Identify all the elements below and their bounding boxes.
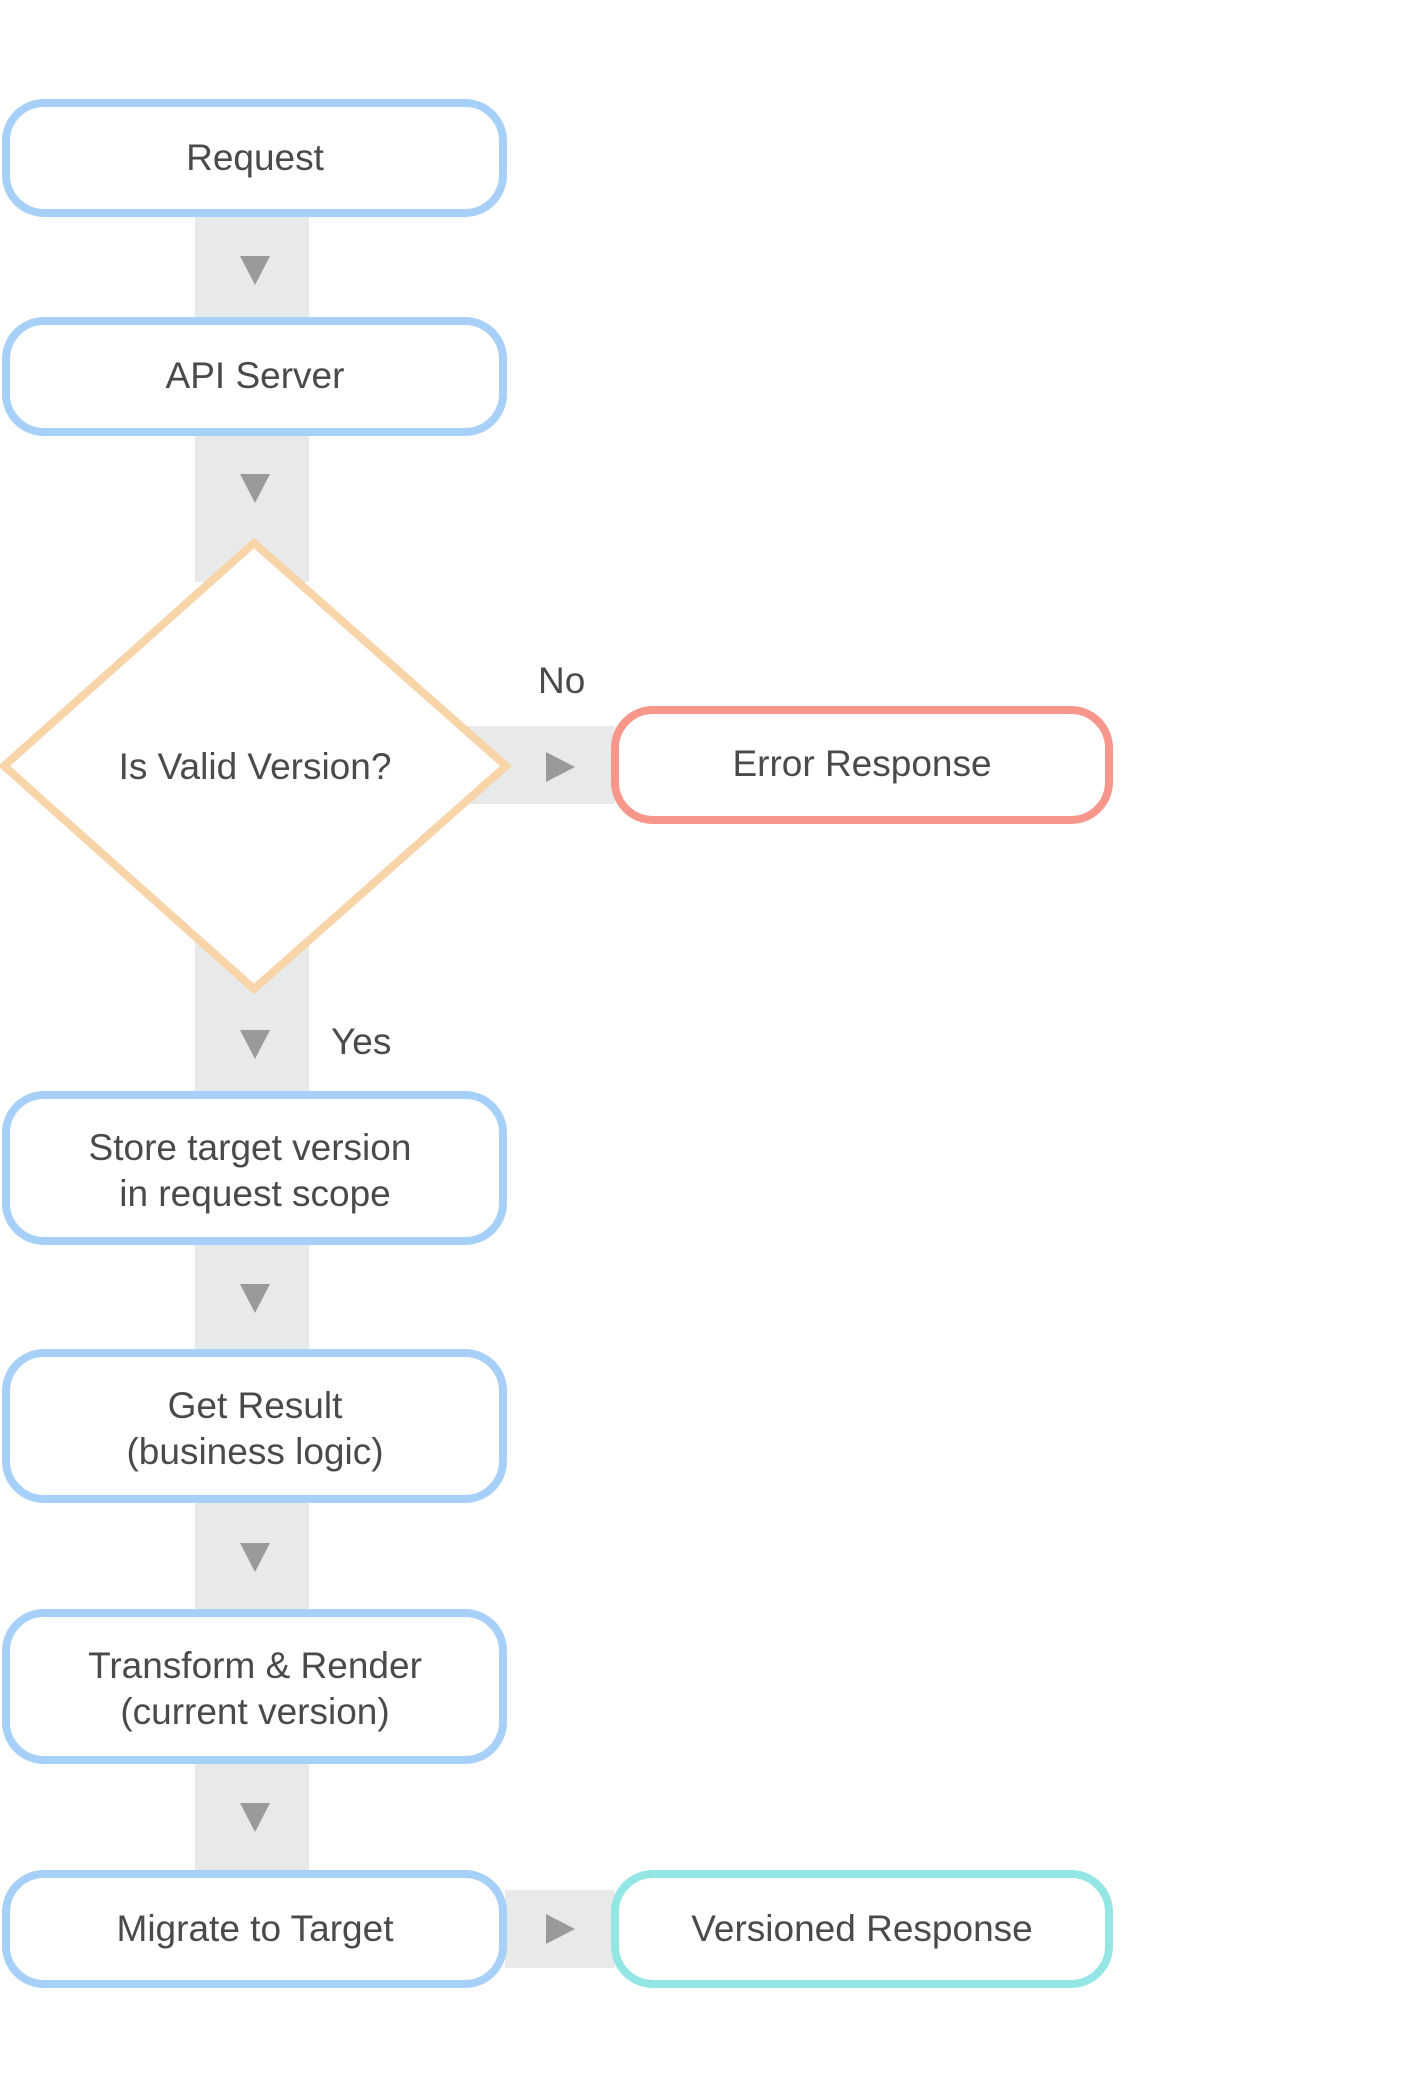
node-transform-render-label-1: Transform & Render — [88, 1645, 422, 1686]
arrow-down-icon — [240, 1543, 270, 1572]
decision-is-valid-version — [0, 537, 513, 995]
node-request — [2, 99, 507, 217]
node-api-server-label: API Server — [166, 355, 345, 396]
arrow-down-icon — [240, 474, 270, 503]
decision-label: Is Valid Version? — [119, 746, 392, 787]
arrow-right-icon — [546, 1914, 575, 1944]
node-get-result-label-2: (business logic) — [126, 1431, 383, 1472]
arrow-group — [240, 256, 575, 1944]
node-get-result — [2, 1349, 507, 1503]
node-migrate-to-target-label: Migrate to Target — [117, 1908, 395, 1949]
node-store-target-version-label-2: in request scope — [119, 1173, 391, 1214]
arrow-right-icon — [546, 752, 575, 782]
arrow-down-icon — [240, 1284, 270, 1313]
node-transform-render — [2, 1609, 507, 1764]
arrow-down-icon — [240, 1803, 270, 1832]
node-request-label: Request — [186, 137, 325, 178]
node-store-target-version-label-1: Store target version — [89, 1127, 412, 1168]
node-versioned-response — [611, 1870, 1113, 1988]
edge-label-no: No — [538, 660, 585, 701]
node-error-response-label: Error Response — [732, 743, 991, 784]
node-migrate-to-target — [2, 1870, 507, 1988]
node-api-server — [2, 317, 507, 436]
node-transform-render-label-2: (current version) — [120, 1691, 389, 1732]
node-store-target-version — [2, 1091, 507, 1245]
edge-label-yes: Yes — [331, 1021, 391, 1062]
arrow-down-icon — [240, 1030, 270, 1059]
node-versioned-response-label: Versioned Response — [691, 1908, 1032, 1949]
node-get-result-label-1: Get Result — [168, 1385, 344, 1426]
node-error-response — [611, 706, 1113, 824]
arrow-down-icon — [240, 256, 270, 285]
